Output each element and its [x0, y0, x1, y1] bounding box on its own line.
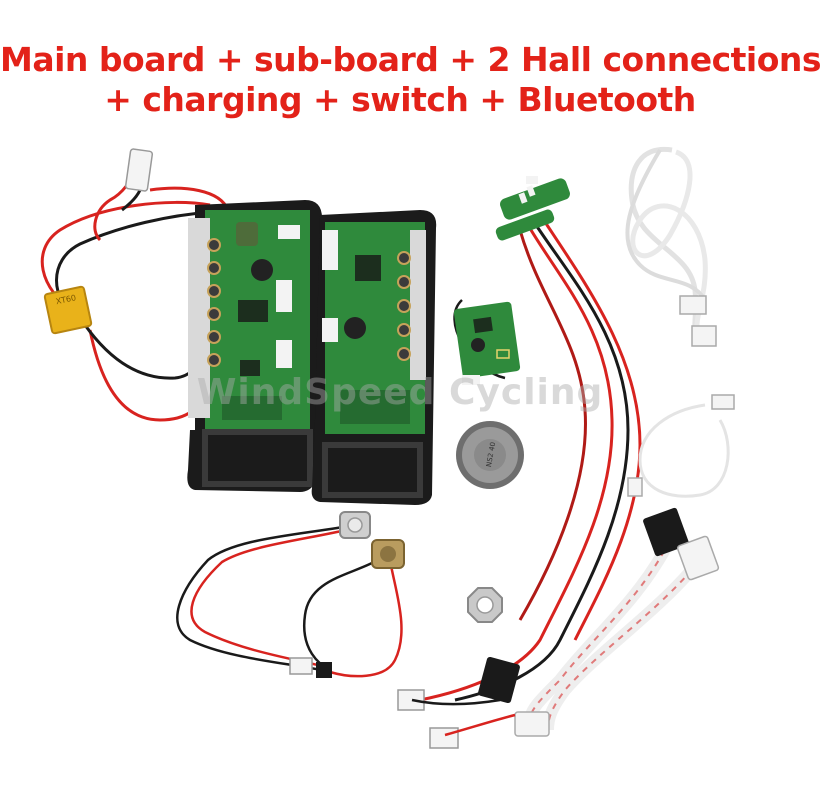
- mounting-nut: [467, 587, 503, 623]
- speaker: NS2 40: [456, 421, 524, 489]
- bluetooth-module: [453, 299, 521, 385]
- main-board: [187, 200, 322, 492]
- sub-board: [311, 210, 437, 505]
- watermark: WindSpeed Cycling: [196, 372, 604, 413]
- product-photo: Main board + sub-board + 2 Hall connecti…: [0, 40, 821, 749]
- small-white-plug: [124, 148, 154, 192]
- hall-sensor-board: [495, 176, 570, 241]
- xt60-connector: XT60: [43, 285, 93, 335]
- charging-port: [176, 511, 371, 674]
- product-scene: XT60: [40, 146, 735, 749]
- product-title-line-1: Main board + sub-board + 2 Hall connecti…: [0, 40, 821, 79]
- white-cables: [625, 146, 735, 498]
- ribbon-cables: [397, 507, 720, 749]
- svg-text:XT60: XT60: [55, 293, 77, 306]
- product-title-line-2: + charging + switch + Bluetooth: [104, 80, 696, 119]
- power-switch: [289, 539, 405, 678]
